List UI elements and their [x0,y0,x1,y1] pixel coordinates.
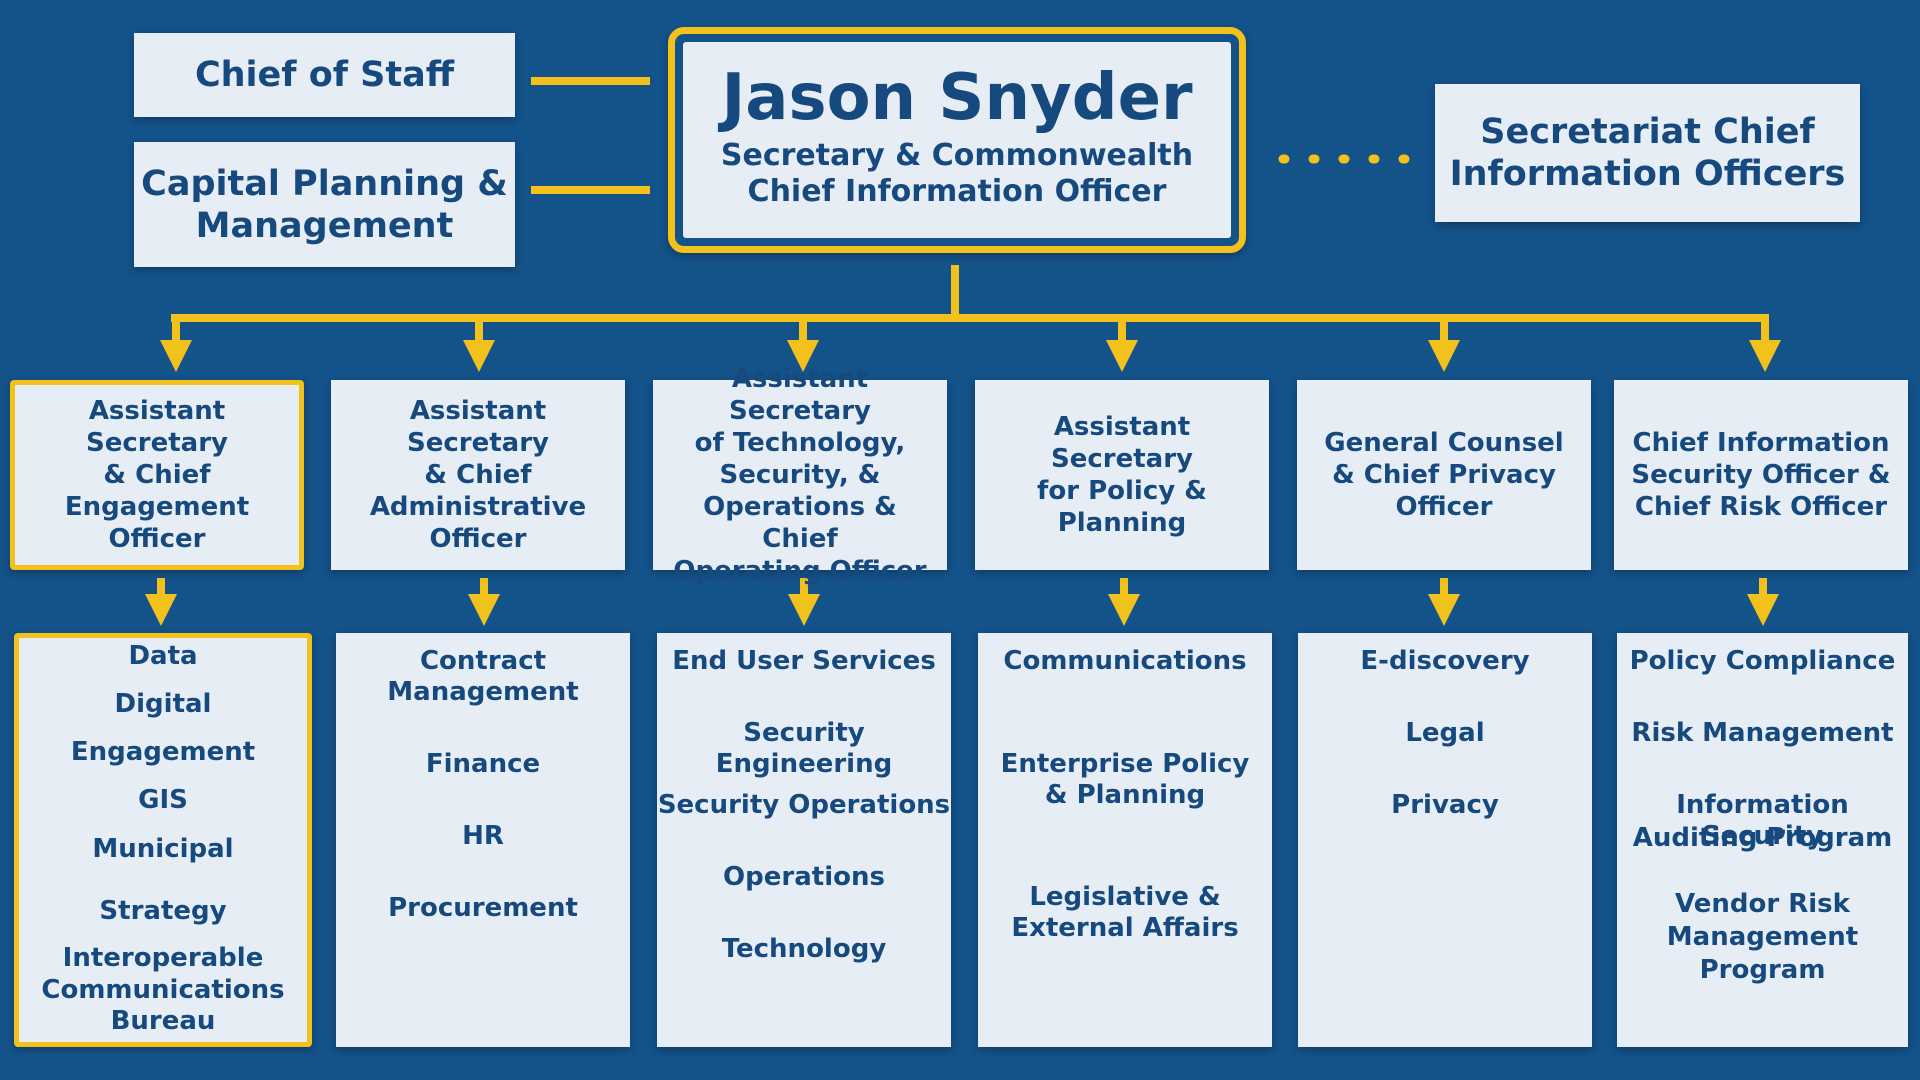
unit-item: Finance [425,749,541,779]
unit-item: E-discovery [1360,646,1530,676]
leader-inner: Jason Snyder Secretary & Commonwealth Ch… [683,42,1231,238]
unit-item: Digital [114,689,212,719]
secretariat-label-line2: Information Officers [1449,154,1846,194]
unit-item: Vendor Risk [1675,889,1850,919]
unit-item: Security Engineering [715,718,893,779]
unit-item: Enterprise Policy [1000,749,1250,779]
unit-item: Policy Compliance [1629,646,1896,676]
unit-item: Technology [721,934,887,964]
chief-of-staff-label: Chief of Staff [194,55,455,95]
unit-item: Municipal [92,834,234,864]
unit-item: Privacy [1391,790,1499,820]
column-head-6-line: Security Officer & [1631,460,1891,490]
unit-item: Management [1666,922,1859,952]
column-head-5-line: General Counsel [1324,428,1564,458]
column-head-2-line: & Chief [424,460,532,490]
column-head-1-line: Officer [108,524,206,554]
column-head-6-line: Chief Information [1632,428,1890,458]
unit-item: & Planning [1044,780,1206,810]
column-head-2-line: Assistant Secretary [407,396,549,458]
unit-item: External Affairs [1011,913,1239,943]
unit-item: Legislative & [1029,882,1221,912]
unit-item: HR [462,821,504,851]
unit-item: Communications [41,975,285,1005]
column-head-3-line: Operating Officer [673,556,927,586]
leader-title-line1: Secretary & Commonwealth [720,138,1194,173]
column-head-4-line: for Policy & [1037,476,1207,506]
column-head-1-line: Assistant Secretary [86,396,228,458]
unit-item: Security Operations [657,790,951,820]
unit-item: Auditing Program [1632,823,1893,853]
secretariat-label-line1: Secretariat Chief [1480,112,1815,152]
unit-item: End User Services [672,646,936,676]
column-head-5-line: Officer [1395,492,1493,522]
capital-planning-box: Capital Planning & Management [134,142,515,267]
secretariat-box: Secretariat Chief Information Officers [1435,84,1860,222]
column-head-3-line: Operations & Chief [703,492,897,554]
unit-item: Risk Management [1631,718,1894,748]
column-head-4-line: Assistant Secretary [1051,412,1193,474]
column-head-5-line: & Chief Privacy [1332,460,1556,490]
unit-item: Communications [1003,646,1247,676]
unit-item: Contract [419,646,547,676]
unit-item: Legal [1405,718,1485,748]
unit-item: Procurement [388,893,578,923]
unit-item: Interoperable [62,943,264,973]
column-head-3-line: Assistant Secretary [729,364,871,426]
unit-item: GIS [138,785,188,815]
unit-item: Management [387,677,579,707]
column-head-1-line: & Chief [103,460,211,490]
column-head-6-line: Chief Risk Officer [1634,492,1888,522]
column-head-1-line: Engagement [64,492,250,522]
column-head-4-line: Planning [1057,508,1187,538]
column-head-2-line: Administrative [369,492,587,522]
column-head-2-line: Officer [429,524,527,554]
leader-box: Jason Snyder Secretary & Commonwealth Ch… [668,27,1246,253]
unit-item: Program [1699,955,1826,985]
chief-of-staff-box: Chief of Staff [134,33,515,117]
unit-item: Operations [723,862,885,892]
unit-item: Information Security [1676,790,1849,851]
unit-item: Bureau [110,1006,216,1036]
column-head-3-line: Security, & [719,460,881,490]
capital-planning-label-line1: Capital Planning & [141,163,508,204]
capital-planning-label-line2: Management [195,205,454,246]
leader-name: Jason Snyder [721,61,1193,135]
column-head-3-line: of Technology, [694,428,906,458]
unit-item: Data [128,641,198,671]
unit-item: Engagement [70,737,256,767]
leader-title-line2: Chief Information Officer [747,174,1167,209]
unit-item: Strategy [99,896,227,926]
